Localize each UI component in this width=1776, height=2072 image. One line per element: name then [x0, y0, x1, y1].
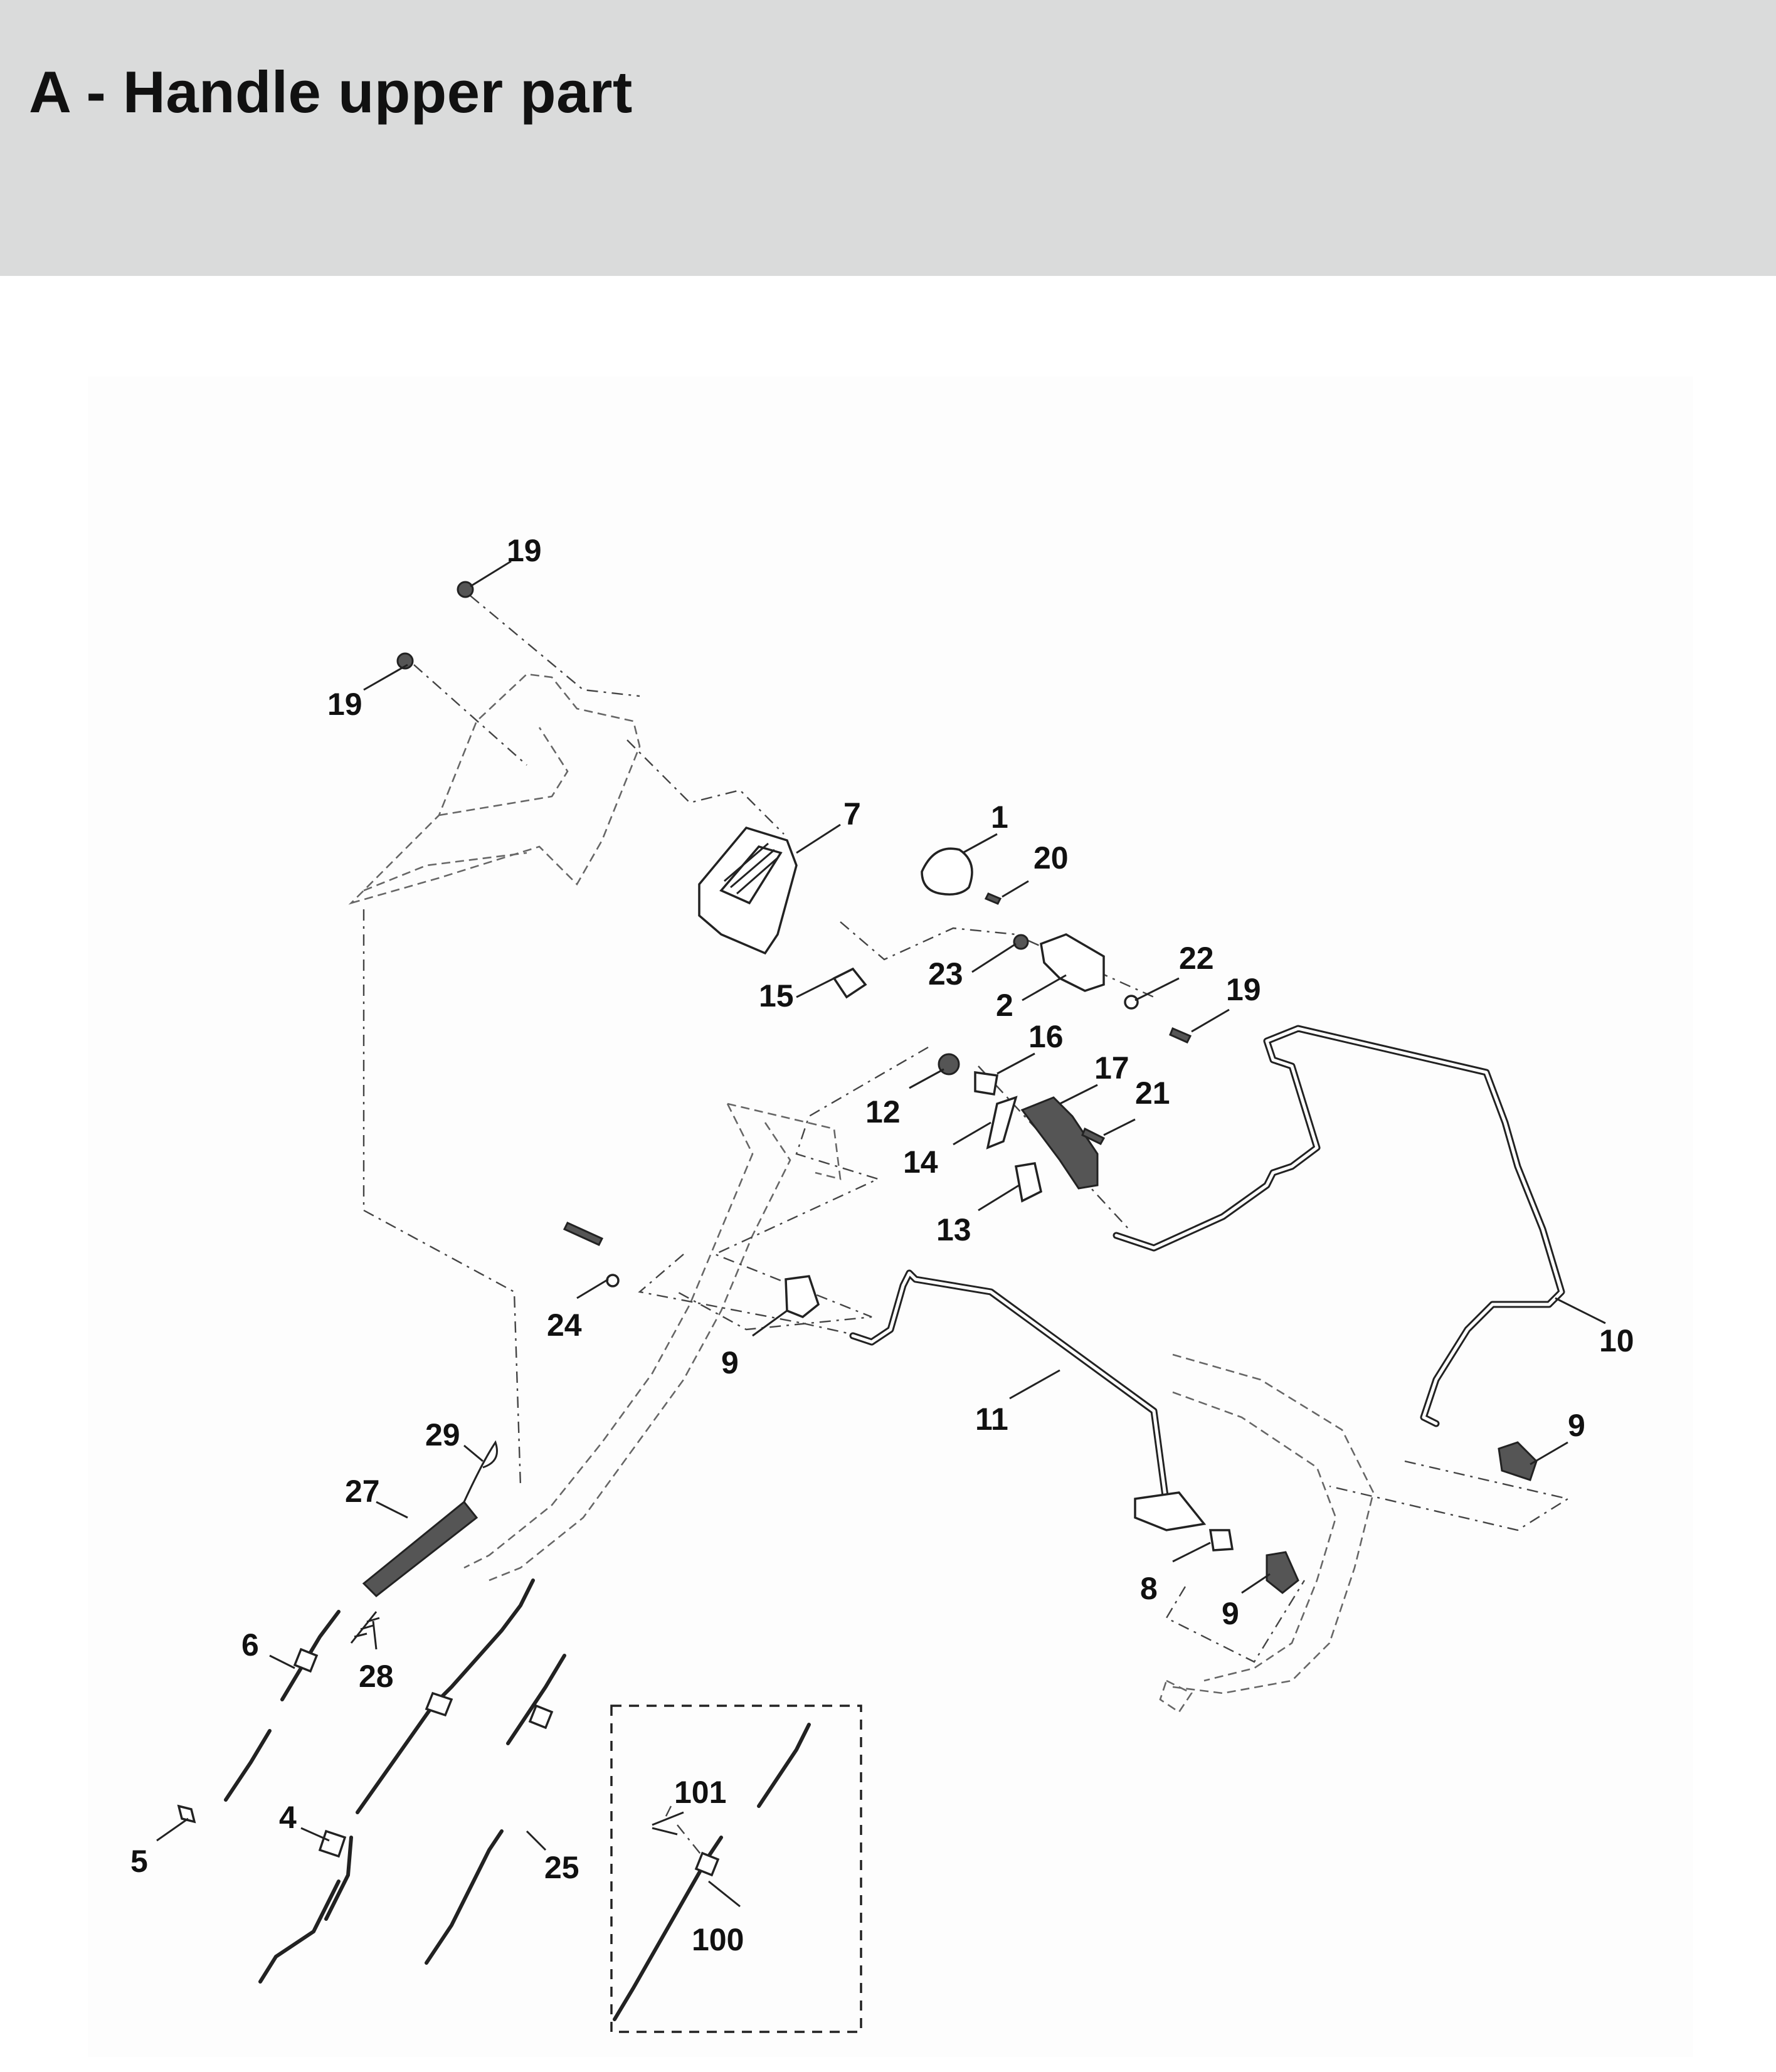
callout-16: 16: [1028, 1019, 1064, 1054]
pawl-16: [974, 1070, 999, 1096]
callout-12: 12: [865, 1094, 901, 1129]
callout-101: 101: [674, 1775, 726, 1810]
washer-22: [1124, 995, 1139, 1010]
cable-100: [613, 1723, 811, 2021]
callout-21: 21: [1135, 1076, 1170, 1111]
washer-24: [606, 1274, 620, 1287]
control-housing-7: [698, 826, 798, 955]
callout-6: 6: [241, 1627, 259, 1662]
screw-19b: [396, 652, 414, 670]
callout-23: 23: [928, 956, 963, 991]
screw-20: [984, 892, 1002, 905]
callout-27: 27: [345, 1474, 380, 1509]
knob-1: [921, 847, 973, 896]
diagram-panel: [88, 376, 1693, 2057]
bolt-24-top: [563, 1222, 604, 1246]
cable-6: [224, 1610, 341, 1802]
handle-outline: [348, 673, 1375, 1713]
callout-labels: 19 19 7 1 20 15 23 22 2 19 16 17 21 12 1…: [130, 533, 1634, 1957]
callout-2: 2: [996, 988, 1013, 1023]
spring-27: [362, 1440, 498, 1597]
callout-28: 28: [359, 1659, 394, 1694]
callout-13: 13: [936, 1212, 971, 1247]
lever-body-2: [1040, 933, 1105, 992]
screw-21: [1081, 1127, 1106, 1145]
callout-20: 20: [1033, 840, 1069, 875]
callout-24: 24: [547, 1308, 582, 1343]
callout-25: 25: [544, 1850, 579, 1885]
bar-11: [849, 1269, 1207, 1531]
cap-9b: [1498, 1441, 1538, 1481]
cap-9c: [1266, 1551, 1299, 1594]
spring-28: [350, 1611, 380, 1644]
callout-19: 19: [327, 687, 362, 722]
clip-15: [832, 967, 867, 999]
screw-19c: [1169, 1027, 1192, 1044]
cable-25: [425, 1654, 566, 1965]
page-title: A - Handle upper part: [29, 59, 633, 125]
kit-box: [610, 1705, 862, 2033]
callout-9: 9: [1568, 1408, 1585, 1443]
screw-19a: [457, 581, 474, 598]
lever-14: [986, 1096, 1018, 1150]
leader-lines: [156, 560, 1606, 1908]
callout-29: 29: [425, 1417, 460, 1452]
callout-14: 14: [903, 1144, 938, 1180]
callout-10: 10: [1599, 1323, 1634, 1358]
washer-23: [1013, 934, 1029, 950]
callout-17: 17: [1094, 1050, 1129, 1086]
callout-100: 100: [692, 1922, 744, 1957]
callout-5: 5: [130, 1844, 148, 1879]
callout-22: 22: [1179, 941, 1214, 976]
callout-19: 19: [507, 533, 542, 568]
cable-4: [258, 1578, 535, 1984]
clip-5: [177, 1804, 196, 1824]
callout-19: 19: [1226, 972, 1261, 1007]
cap-9a: [785, 1275, 820, 1319]
callout-8: 8: [1140, 1571, 1158, 1606]
page-header: A - Handle upper part: [0, 0, 1776, 276]
callout-9: 9: [1222, 1596, 1239, 1631]
catch-13: [1014, 1162, 1043, 1203]
callout-7: 7: [843, 796, 861, 832]
callout-1: 1: [991, 800, 1008, 835]
bail-bar-10: [1113, 1025, 1565, 1427]
callout-11: 11: [975, 1402, 1008, 1437]
grip-assembly: [563, 1053, 1106, 1287]
callout-4: 4: [279, 1800, 297, 1835]
callout-15: 15: [759, 978, 794, 1013]
bushing-8: [1208, 1529, 1234, 1551]
callout-9: 9: [721, 1345, 739, 1380]
